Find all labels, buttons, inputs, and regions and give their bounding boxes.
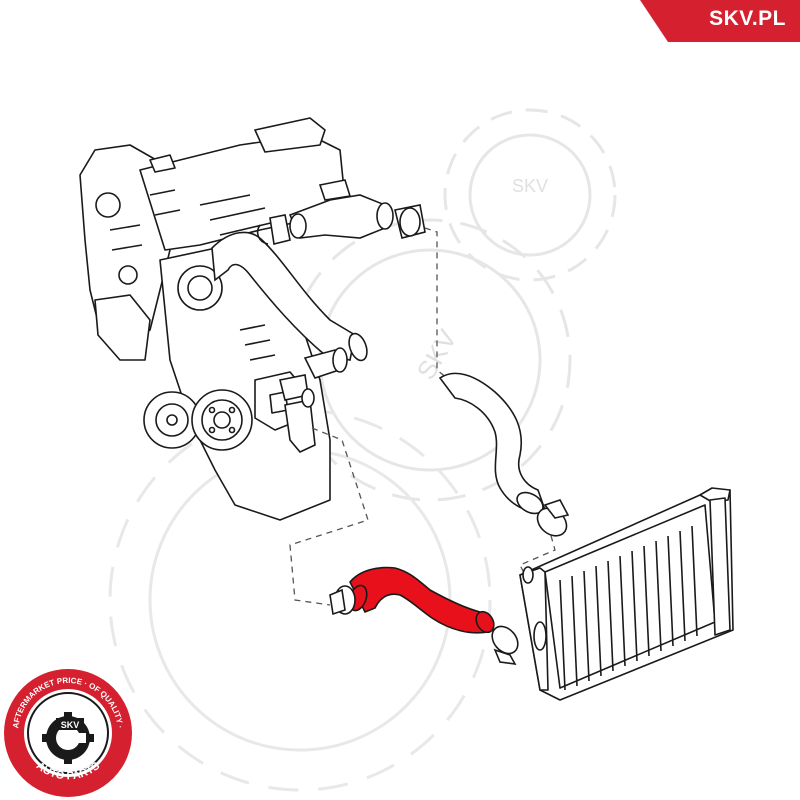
radiator-lower-hose[interactable] [346,566,497,636]
quality-seal: SKV AFTERMARKET PRICE · OF QUALITY · AUT… [4,669,132,797]
radiator [519,487,734,701]
hose-clamp-right [491,625,519,666]
assembly-guide-lines [289,227,556,606]
watermark-gear-top: SKV [443,108,617,282]
seal-center-label: SKV [61,720,80,730]
brand-tab-shape [640,0,800,42]
brand-site-label[interactable]: SKV.PL [709,7,786,30]
hose-clamp-left [329,585,356,616]
engine-outlet-fittings [279,347,348,453]
hose-clamp-upper [536,499,570,537]
coolant-flange [256,179,426,245]
watermark-text-top: SKV [512,176,548,196]
